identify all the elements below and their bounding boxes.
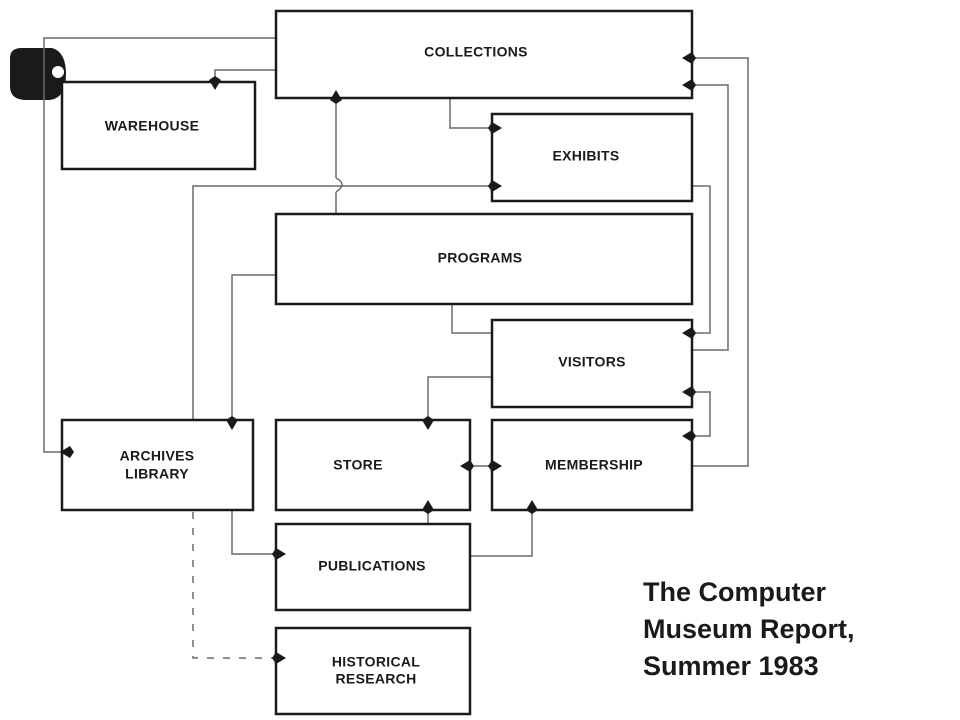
arrowhead-marker — [526, 500, 538, 514]
box-visitors: VISITORS — [490, 318, 694, 409]
connector-visitors-store — [427, 376, 492, 428]
caption-line-2: Museum Report, — [643, 614, 855, 644]
connector-visitors-membership — [684, 391, 711, 437]
box-store-label: STORE — [333, 457, 382, 473]
connector-visitors-collections — [684, 84, 729, 351]
arrowhead-marker — [209, 76, 221, 90]
connector-programs-archives — [231, 274, 276, 428]
connector-archives-exhibits — [192, 185, 500, 420]
box-historical-label: HISTORICAL — [332, 654, 420, 670]
box-publications: PUBLICATIONS — [274, 522, 472, 612]
arrowhead-marker — [226, 416, 238, 430]
box-warehouse-label: WAREHOUSE — [105, 118, 200, 134]
arrowhead-marker — [422, 500, 434, 514]
box-archives-library: ARCHIVES LIBRARY — [60, 418, 255, 512]
box-research-label: RESEARCH — [336, 671, 417, 687]
arrowhead-marker — [488, 460, 502, 472]
box-membership-label: MEMBERSHIP — [545, 457, 643, 473]
arrowhead-marker — [272, 548, 286, 560]
arrowhead-marker — [488, 122, 502, 134]
box-store: STORE — [274, 418, 472, 512]
arrowhead-marker — [682, 430, 696, 442]
arrowhead-marker — [682, 79, 696, 91]
arrowhead-marker — [330, 90, 342, 104]
box-membership: MEMBERSHIP — [490, 418, 694, 512]
box-archives-label: ARCHIVES — [120, 448, 195, 464]
box-collections: COLLECTIONS — [274, 9, 694, 100]
connector-archives-publications — [231, 510, 284, 555]
box-visitors-label: VISITORS — [558, 354, 626, 370]
source-caption: The Computer Museum Report, Summer 1983 — [643, 574, 855, 685]
connector-hop — [335, 177, 343, 193]
arrowhead-marker — [422, 416, 434, 430]
arrowhead-marker — [272, 652, 286, 664]
box-publications-label: PUBLICATIONS — [318, 558, 426, 574]
box-historical-research: HISTORICAL RESEARCH — [274, 626, 472, 716]
arrowheads — [60, 52, 696, 664]
connector-exhibits-visitors — [684, 185, 711, 334]
box-programs: PROGRAMS — [274, 212, 694, 306]
box-exhibits: EXHIBITS — [490, 112, 694, 203]
arrowhead-marker — [682, 386, 696, 398]
box-programs-label: PROGRAMS — [438, 250, 523, 266]
box-exhibits-label: EXHIBITS — [553, 148, 620, 164]
connector-membership-collections — [684, 57, 749, 467]
caption-line-3: Summer 1983 — [643, 651, 819, 681]
connector-collections-outer-left — [43, 37, 276, 453]
connector-archives-historical-dashed — [192, 512, 284, 659]
arrowhead-marker — [60, 446, 74, 458]
connector-programs-visitors — [451, 304, 500, 334]
connector-collections-exhibits — [449, 98, 500, 129]
arrowhead-marker — [682, 327, 696, 339]
box-collections-label: COLLECTIONS — [424, 44, 528, 60]
arrowhead-marker — [488, 180, 502, 192]
connector-membership-publications — [470, 502, 533, 557]
box-warehouse: WAREHOUSE — [60, 80, 257, 171]
box-library-label: LIBRARY — [125, 466, 189, 482]
corner-mark-icon — [10, 48, 66, 100]
caption-line-1: The Computer — [643, 577, 827, 607]
arrowhead-marker — [460, 460, 474, 472]
arrowhead-marker — [682, 52, 696, 64]
